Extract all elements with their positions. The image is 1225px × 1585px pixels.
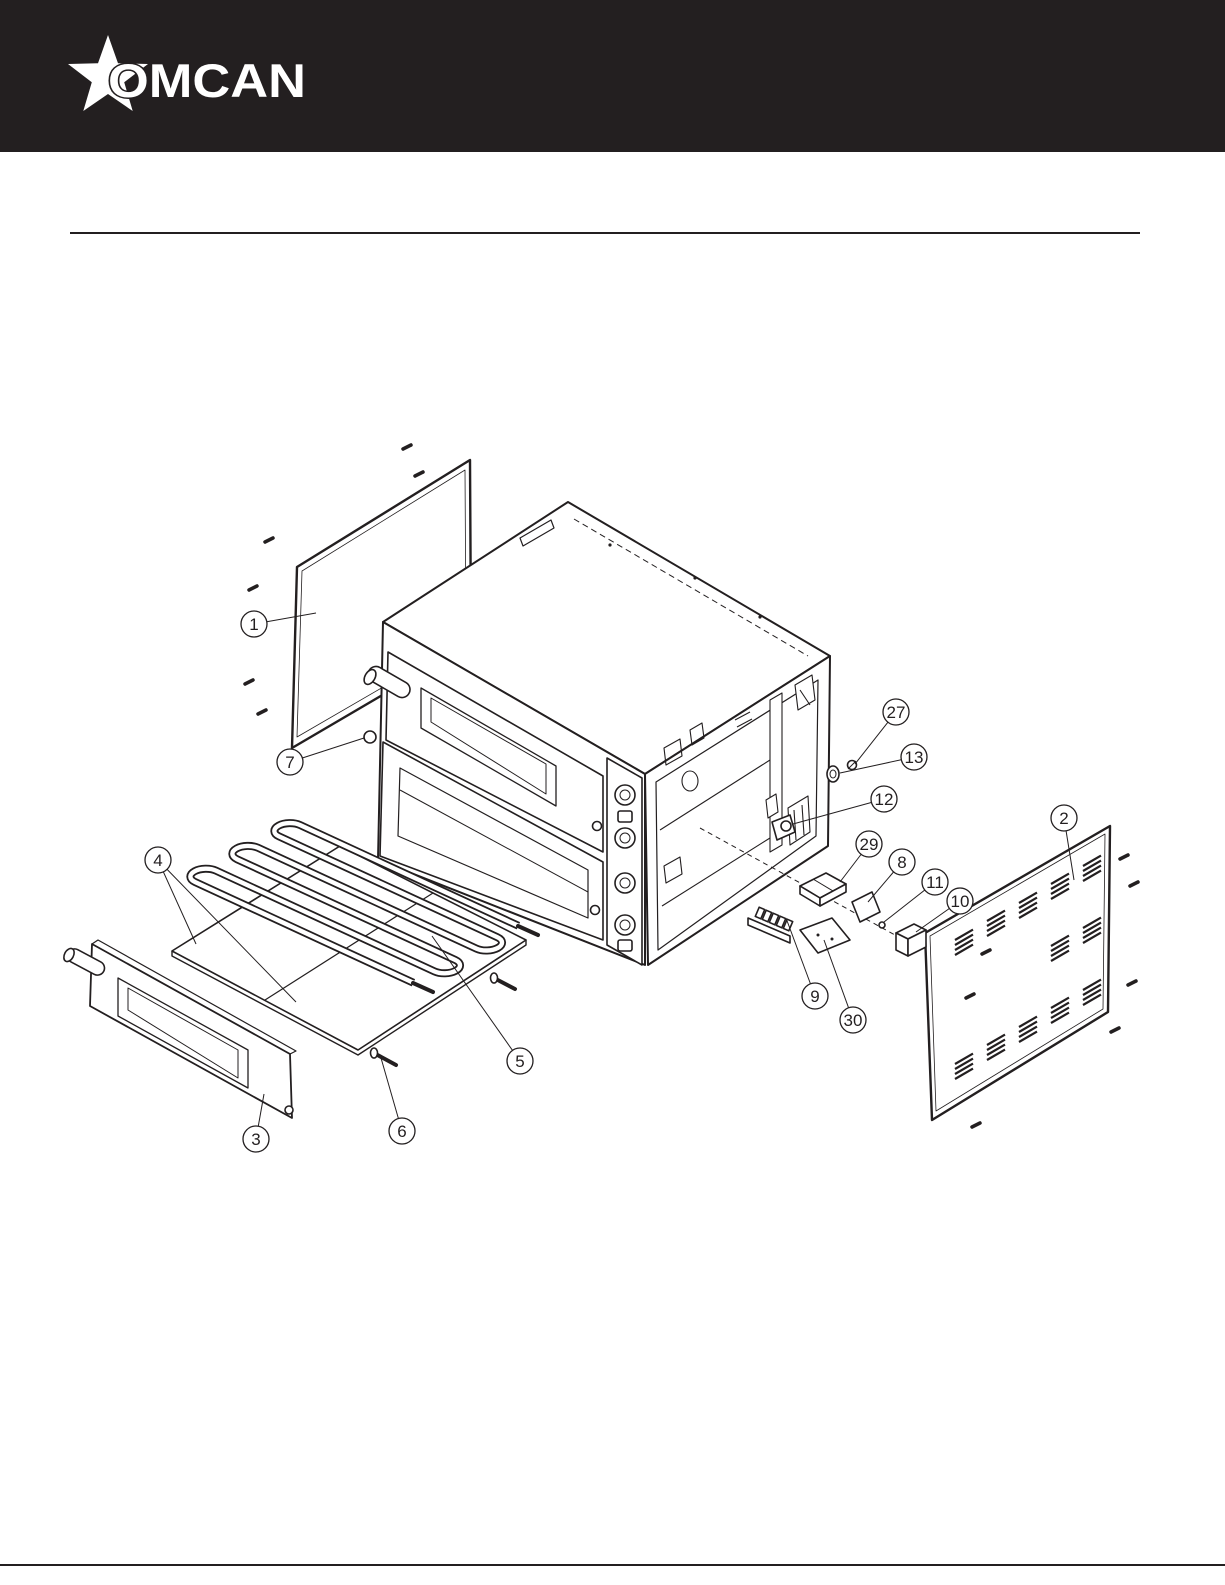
callout-label: 9 (810, 987, 819, 1006)
header-divider (70, 232, 1140, 234)
callout-4: 4 (145, 847, 171, 873)
callout-label: 3 (251, 1130, 260, 1149)
thermostat-knob-icon (615, 915, 635, 935)
relay-box (896, 924, 926, 956)
callout-9: 9 (802, 983, 828, 1009)
callout-label: 4 (153, 851, 162, 870)
indicator-cap (848, 761, 857, 770)
callout-7: 7 (277, 749, 303, 775)
callout-27: 27 (883, 699, 909, 725)
small-screw (879, 922, 885, 928)
thermostat-knob-icon (615, 873, 635, 893)
switch-block (800, 873, 846, 906)
exploded-parts-diagram: 1 27 13 12 2 7 29 8 11 10 4 9 30 5 6 3 (0, 420, 1225, 1180)
callout-2: 2 (1051, 805, 1077, 831)
omcan-logo: OMCAN (60, 28, 320, 128)
callout-3: 3 (243, 1126, 269, 1152)
callout-label: 13 (905, 748, 924, 767)
callout-29: 29 (856, 831, 882, 857)
callout-label: 11 (926, 873, 944, 892)
callout-label: 5 (515, 1052, 524, 1071)
logo-wordmark: OMCAN (108, 54, 306, 107)
callout-label: 29 (860, 835, 879, 854)
callout-6: 6 (389, 1118, 415, 1144)
thermostat-knob-icon (615, 828, 635, 848)
footer-divider (0, 1564, 1225, 1566)
callout-label: 10 (951, 892, 970, 911)
callout-30: 30 (840, 1007, 866, 1033)
thermostat-knob-icon (615, 785, 635, 805)
cover-plate (800, 918, 850, 953)
right-side-panel (925, 826, 1110, 1120)
callout-label: 12 (875, 790, 894, 809)
terminal-block (748, 907, 793, 943)
door-knob (364, 731, 376, 743)
callout-label: 27 (887, 703, 906, 722)
callout-label: 8 (897, 853, 906, 872)
callout-11: 11 (922, 869, 948, 895)
callout-10: 10 (947, 888, 973, 914)
header-bar: OMCAN (0, 0, 1225, 152)
mounting-plate (852, 892, 880, 922)
callout-label: 1 (249, 615, 258, 634)
lock-ring (827, 766, 839, 782)
callout-label: 2 (1059, 809, 1068, 828)
callout-8: 8 (889, 849, 915, 875)
callout-1: 1 (241, 611, 267, 637)
callout-label: 6 (397, 1122, 406, 1141)
callout-label: 30 (844, 1011, 863, 1030)
callout-13: 13 (901, 744, 927, 770)
callout-12: 12 (871, 786, 897, 812)
callout-5: 5 (507, 1048, 533, 1074)
callout-label: 7 (285, 753, 294, 772)
